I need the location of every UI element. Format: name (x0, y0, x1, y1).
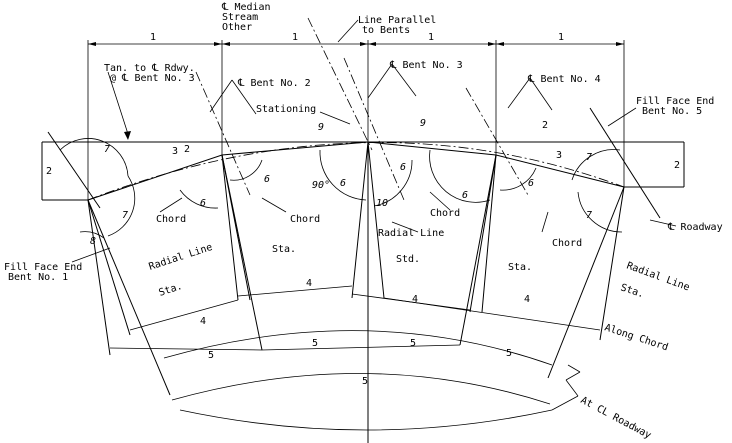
span-dim-3: 1 (428, 32, 434, 43)
label-fill-face-5-2: Bent No. 5 (642, 106, 702, 117)
label-sta-1: Sta. (272, 244, 296, 255)
label-chord-3: Chord (430, 208, 460, 219)
dim-3-bent4: 3 (556, 150, 562, 161)
bent-lines (47, 17, 661, 219)
dim-5-a: 5 (208, 350, 214, 361)
dim-2-right: 2 (674, 160, 680, 171)
label-fill-face-1-1: Fill Face End (4, 262, 82, 273)
angle-7-a: 7 (104, 144, 110, 155)
top-dimension-line: 1 1 1 1 (87, 32, 625, 200)
span-dim-1: 1 (150, 32, 156, 43)
label-at-cl-roadway: At CL Roadway (579, 395, 653, 441)
radial-fan (87, 141, 625, 443)
angle-6-b: 6 (200, 198, 206, 209)
dim-5-c: 5 (410, 338, 416, 349)
dim-5-d: 5 (506, 348, 512, 359)
label-stationing: Stationing (256, 104, 316, 115)
angle-90: 90° (312, 180, 330, 191)
dim-2-bent4: 2 (542, 120, 548, 131)
label-chord-4: Chord (552, 238, 582, 249)
dim-4-d: 4 (524, 294, 530, 305)
label-bent-4: ℄ Bent No. 4 (527, 74, 601, 85)
label-chord-1: Chord (156, 214, 186, 225)
label-sta-2: Sta. (158, 281, 184, 299)
label-parallel-1: Line Parallel (358, 15, 436, 26)
dim-2-left: 2 (46, 166, 52, 177)
label-median-3: Other (222, 22, 252, 33)
dim-2-bent2: 2 (184, 144, 190, 155)
label-fill-face-5-1: Fill Face End (636, 96, 714, 107)
roadway-centerline (87, 141, 625, 201)
label-chord-2: Chord (290, 214, 320, 225)
angle-6-c: 6 (340, 178, 346, 189)
label-fill-face-1-2: Bent No. 1 (8, 272, 68, 283)
label-radial-line-center: Radial Line (378, 228, 444, 239)
angle-6-f: 6 (528, 178, 534, 189)
label-bent-3: ℄ Bent No. 3 (389, 60, 463, 71)
label-radial-line-left: Radial Line (148, 242, 214, 273)
label-median-1: ℄ Median (221, 2, 271, 13)
dim-5-e: 5 (362, 376, 368, 387)
label-parallel-2: to Bents (362, 25, 410, 36)
label-bent-2: ℄ Bent No. 2 (237, 78, 311, 89)
angle-7-d: 7 (586, 210, 592, 221)
label-sta-4: Sta. (619, 282, 645, 300)
dim-3-bent2: 3 (172, 146, 178, 157)
leader-lines (71, 19, 677, 411)
label-median-2: Stream (222, 12, 258, 23)
label-tan-1: Tan. to ℄ Rdwy. (104, 63, 195, 74)
angle-6-e: 6 (462, 190, 468, 201)
angle-9-left: 9 (318, 122, 324, 133)
angle-7-b: 7 (122, 210, 128, 221)
label-tan-2: @ ℄ Bent No. 3 (110, 73, 195, 84)
dim-4-a: 4 (306, 278, 312, 289)
angle-7-c: 7 (586, 152, 592, 163)
dimension-numbers: 2 2 2 2 3 3 7 7 7 7 8 6 6 6 6 6 6 90° 9 … (46, 118, 680, 387)
label-std: Std. (396, 254, 420, 265)
dim-4-c: 4 (200, 316, 206, 327)
span-dim-4: 1 (558, 32, 564, 43)
angle-arcs (59, 138, 623, 239)
angle-6-d: 6 (400, 162, 406, 173)
angle-9-right: 9 (420, 118, 426, 129)
angle-6-a: 6 (264, 174, 270, 185)
label-cl-roadway: ℄ Roadway (667, 222, 723, 233)
label-sta-3: Sta. (508, 262, 532, 273)
span-dim-2: 1 (292, 32, 298, 43)
dim-5-b: 5 (312, 338, 318, 349)
angle-10: 10 (376, 198, 388, 209)
dim-4-b: 4 (412, 294, 418, 305)
angle-8: 8 (90, 236, 96, 247)
label-along-chord: Along Chord (603, 322, 669, 353)
